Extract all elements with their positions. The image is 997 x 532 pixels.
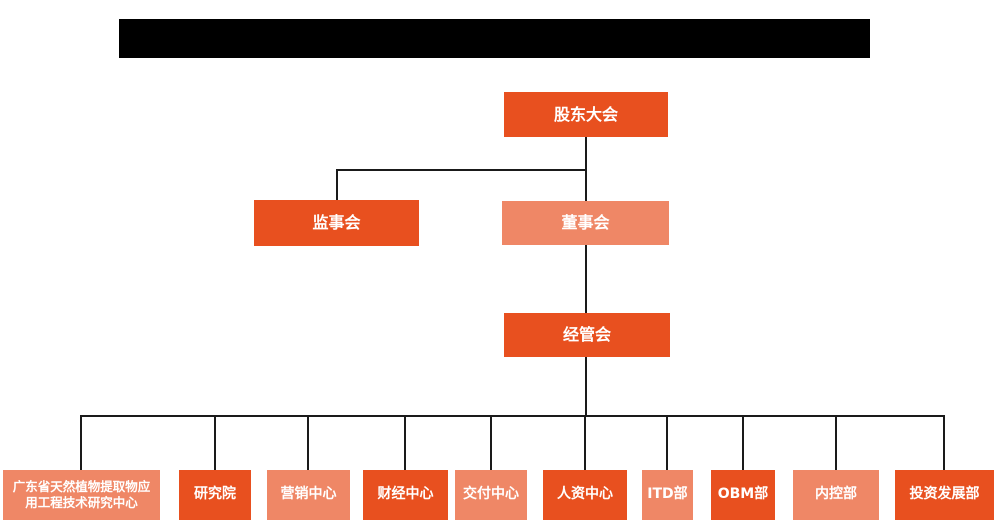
org-node-dept-marketing-center: 营销中心 [267, 470, 350, 520]
org-node-dept-research-institute: 研究院 [179, 470, 251, 520]
org-node-dept-hr-center: 人资中心 [543, 470, 627, 520]
connector-board-drop [585, 169, 587, 201]
connector-drop-research-institute [214, 415, 216, 470]
connector-drop-marketing-center [307, 415, 309, 470]
connector-drop-obm [742, 415, 744, 470]
org-node-supervisory-board: 监事会 [254, 200, 419, 246]
connector-root-down [585, 137, 587, 171]
org-node-dept-internal-control: 内控部 [793, 470, 879, 520]
org-node-dept-guangdong-plant-extract-research-center: 广东省天然植物提取物应用工程技术研究中心 [3, 470, 160, 520]
connector-drop-finance-center [404, 415, 406, 470]
connector-departments-horizontal [80, 415, 945, 417]
org-node-dept-delivery-center: 交付中心 [455, 470, 527, 520]
connector-drop-itd [666, 415, 668, 470]
connector-drop-investment-development [943, 415, 945, 470]
connector-drop-delivery-center [490, 415, 492, 470]
org-node-dept-investment-development: 投资发展部 [895, 470, 994, 520]
connector-drop-research-center [80, 415, 82, 470]
connector-level2-horizontal [336, 169, 587, 171]
redacted-title-bar [119, 19, 870, 58]
connector-management-down [585, 357, 587, 417]
org-node-shareholders-meeting: 股东大会 [504, 92, 668, 137]
org-node-board-of-directors: 董事会 [502, 201, 669, 245]
connector-drop-internal-control [835, 415, 837, 470]
connector-board-to-management [585, 245, 587, 313]
org-node-dept-obm: OBM部 [711, 470, 775, 520]
org-node-management-committee: 经管会 [504, 313, 670, 357]
connector-supervisory-drop [336, 169, 338, 200]
connector-drop-hr-center [584, 415, 586, 470]
org-node-dept-itd: ITD部 [642, 470, 693, 520]
org-node-dept-finance-center: 财经中心 [363, 470, 448, 520]
